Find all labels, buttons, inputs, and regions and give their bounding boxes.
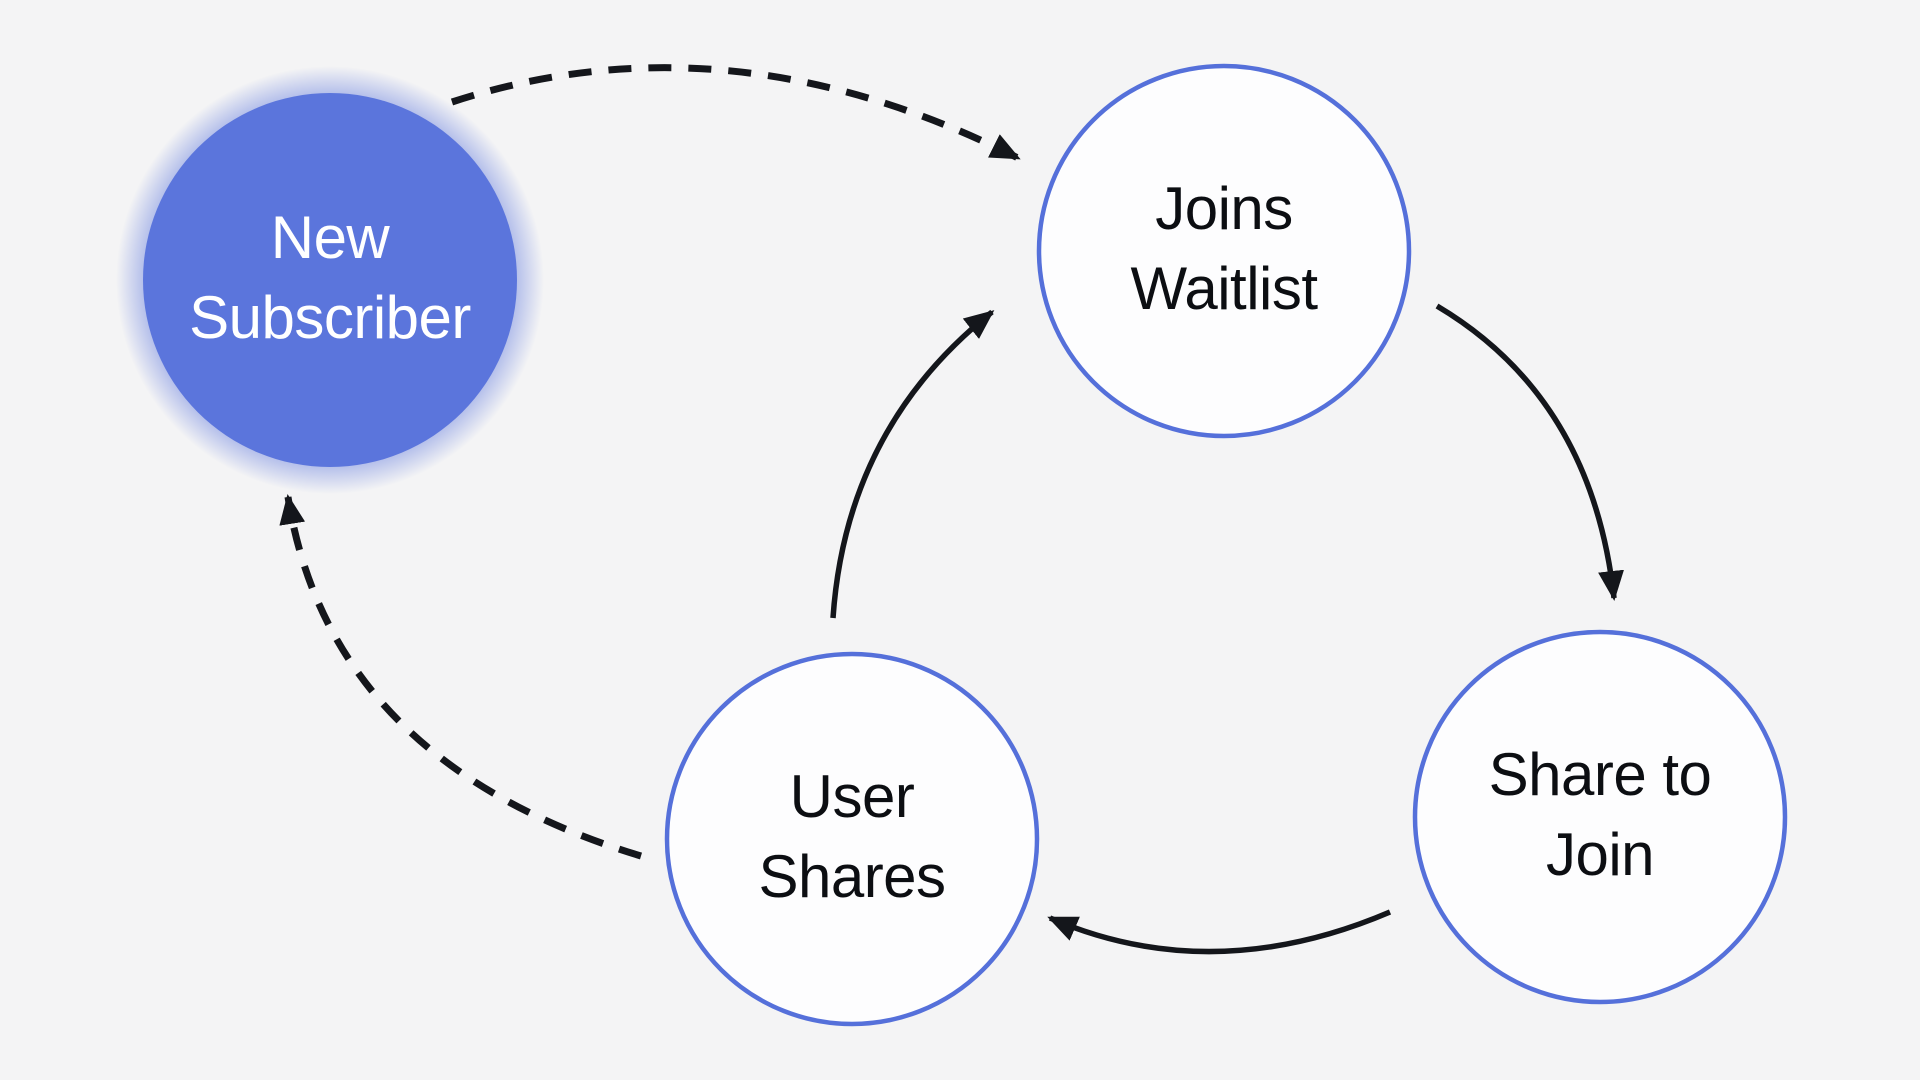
edge-user-shares-to-joins-waitlist-arrow [830,309,995,619]
edge-share-to-join-to-user-shares-arrow [1047,909,1392,955]
new-subscriber-label-line2: Subscriber [189,284,471,351]
share-to-join-label-line2: Join [1546,821,1654,888]
user-shares-label-line2: Shares [758,843,945,910]
user-shares-circle [664,651,1040,1027]
user-shares-label-line1: User [790,763,915,830]
edge-joins-waitlist-to-share-to-join-arrow [1435,303,1624,601]
new-subscriber-circle [143,93,517,467]
joins-waitlist-circle [1036,63,1412,439]
new-subscriber-label-line1: New [271,204,391,271]
node-new-subscriber: New Subscriber [143,93,517,467]
share-to-join-label-line1: Share to [1489,741,1712,808]
joins-waitlist-label-line2: Waitlist [1130,255,1318,322]
joins-waitlist-label-line1: Joins [1155,175,1293,242]
node-joins-waitlist: Joins Waitlist [1036,63,1412,439]
edge-new-subscriber-to-joins-waitlist-dashed-arrow [450,64,1021,162]
edge-user-shares-to-new-subscriber-dashed-arrow [279,494,643,860]
share-to-join-circle [1412,629,1788,1005]
node-user-shares: User Shares [664,651,1040,1027]
node-share-to-join: Share to Join [1412,629,1788,1005]
